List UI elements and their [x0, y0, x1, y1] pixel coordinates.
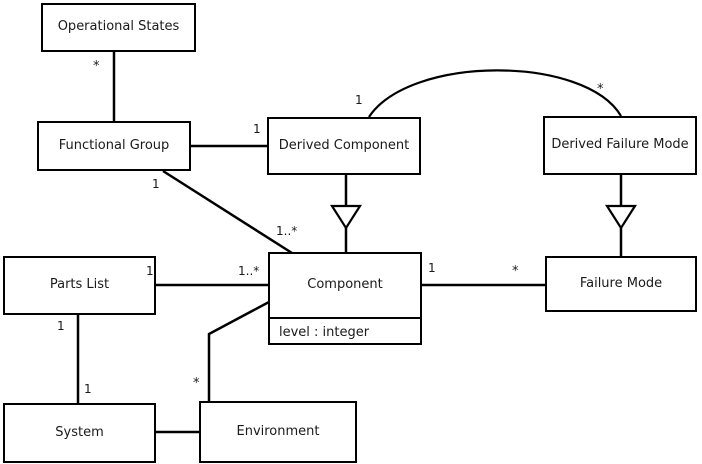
multiplicity-operational-states-functional-group: *	[93, 59, 100, 74]
attribute-compartment-component: level : integer	[270, 317, 420, 345]
class-box-environment[interactable]: Environment	[199, 401, 357, 463]
class-box-derived-failure-mode[interactable]: Derived Failure Mode	[543, 116, 697, 175]
edge-derived-component-derived-failure-mode	[368, 69, 622, 118]
multiplicity-component-failure-mode: 1	[428, 261, 436, 275]
class-box-parts-list[interactable]: Parts List	[3, 256, 156, 315]
multiplicity-derived-component-derived-failure-mode: 1	[355, 93, 363, 107]
class-name-system: System	[55, 424, 104, 440]
multiplicity-functional-group-component: 1	[152, 177, 160, 191]
class-name-failure-mode: Failure Mode	[579, 275, 663, 291]
multiplicity-functional-group-derived-component: 1	[253, 122, 261, 136]
class-name-environment: Environment	[236, 423, 320, 439]
class-name-operational-states: Operational States	[57, 19, 180, 35]
class-box-functional-group[interactable]: Functional Group	[37, 121, 191, 171]
edge-environment-component	[207, 300, 270, 401]
generalization-triangle-derived-failure-mode	[604, 204, 638, 231]
attribute-level: level : integer	[279, 324, 370, 340]
class-name-component: Component	[307, 277, 383, 293]
edge-functional-group-component	[162, 169, 293, 255]
class-box-operational-states[interactable]: Operational States	[41, 3, 196, 52]
class-box-component[interactable]: Component level : integer	[268, 252, 422, 345]
multiplicity-system-parts-list: 1	[84, 382, 92, 396]
class-name-functional-group: Functional Group	[58, 137, 170, 153]
multiplicity-derived-failure-mode-derived-component: *	[597, 82, 604, 97]
class-name-derived-failure-mode: Derived Failure Mode	[551, 137, 689, 153]
class-name-derived-component: Derived Component	[278, 137, 410, 153]
class-name-parts-list: Parts List	[49, 277, 110, 293]
class-box-derived-component[interactable]: Derived Component	[267, 117, 421, 175]
class-box-failure-mode[interactable]: Failure Mode	[545, 256, 697, 312]
multiplicity-parts-list-component: 1	[146, 264, 154, 278]
class-box-system[interactable]: System	[3, 403, 156, 463]
multiplicity-parts-list-system: 1	[57, 319, 65, 333]
generalization-triangle-derived-component	[329, 204, 363, 231]
multiplicity-component-parts-list: 1..*	[238, 264, 260, 278]
multiplicity-component-functional-group: 1..*	[276, 224, 298, 238]
multiplicity-failure-mode-component: *	[512, 264, 519, 279]
multiplicity-environment-component: *	[193, 376, 200, 391]
